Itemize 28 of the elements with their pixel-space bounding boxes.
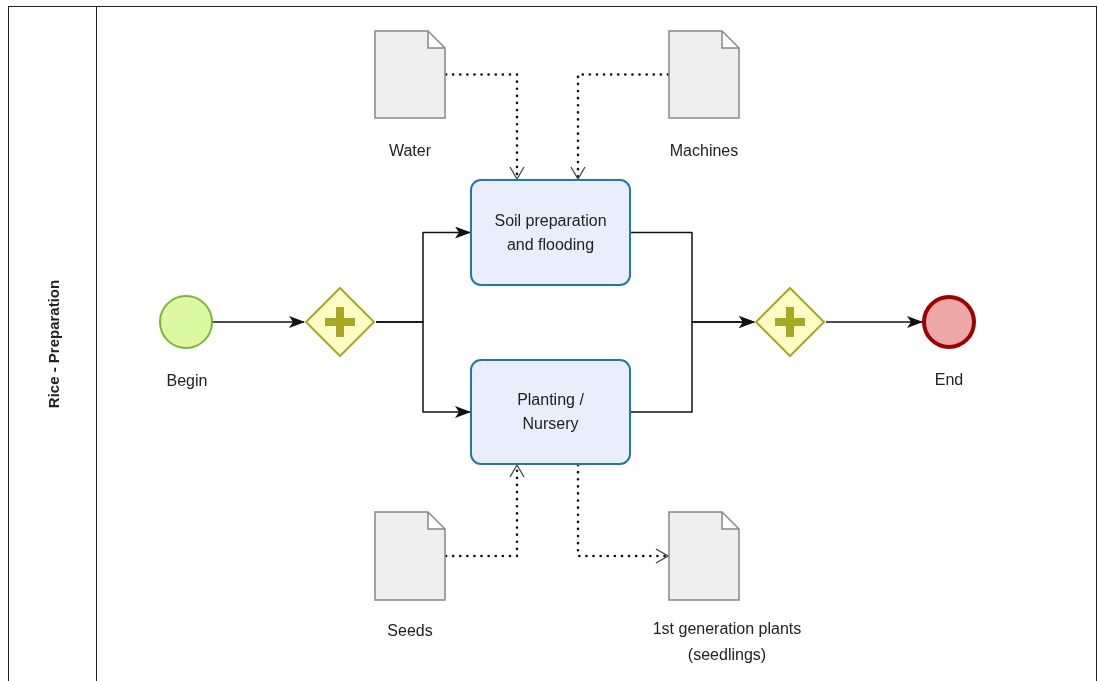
node-caption: Water	[388, 141, 432, 162]
task-label: Planting / Nursery	[516, 390, 585, 434]
task-label: Soil preparation and flooding	[493, 210, 608, 255]
document-icon	[374, 30, 446, 119]
association-arrow	[576, 463, 670, 564]
pool	[8, 6, 1097, 681]
association-arrow	[444, 463, 525, 558]
task-box	[470, 359, 631, 465]
node-caption: Begin	[166, 371, 208, 392]
task-box	[470, 179, 631, 286]
node-caption: 1st generation plants (seedlings)	[651, 619, 803, 665]
document-icon	[668, 30, 740, 119]
end-event-circle	[922, 295, 976, 349]
sequence-flow-arrow	[212, 316, 305, 328]
parallel-gateway-diamond	[304, 286, 376, 358]
association-arrow	[570, 73, 670, 181]
start-event-circle	[159, 295, 213, 349]
parallel-gateway-diamond	[754, 286, 826, 358]
sequence-flow-arrow	[630, 316, 755, 413]
document-icon	[668, 511, 740, 601]
sequence-flow-arrow	[825, 316, 923, 328]
node-caption: End	[934, 370, 964, 391]
sequence-flow-arrow	[375, 321, 471, 418]
association-arrow	[444, 73, 525, 181]
pool-label: Rice - Preparation	[44, 279, 62, 409]
document-icon	[374, 511, 446, 601]
node-caption: Machines	[669, 141, 739, 162]
node-caption: Seeds	[387, 621, 433, 642]
